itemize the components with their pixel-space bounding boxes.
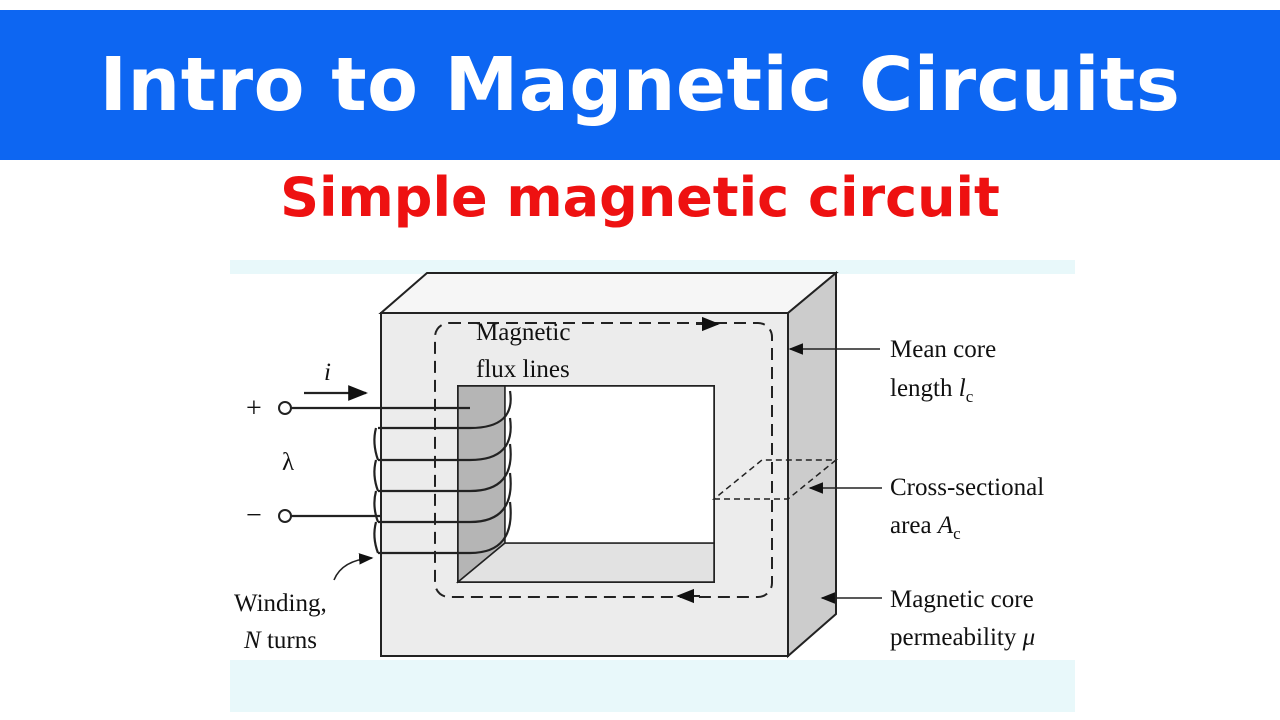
label-mean-core: Mean core xyxy=(890,336,996,363)
label-cross-sectional: Cross-sectional xyxy=(890,474,1044,501)
leader-winding xyxy=(333,553,374,581)
label-magnetic-core: Magnetic core xyxy=(890,586,1034,613)
core-top-face xyxy=(378,272,839,314)
label-n-symbol: N xyxy=(243,627,262,654)
winding-coil xyxy=(373,390,512,555)
label-magnetic: Magnetic xyxy=(476,319,570,346)
label-ac-symbol: A xyxy=(936,512,954,539)
label-area: area Ac xyxy=(890,512,961,543)
label-lc-symbol: l xyxy=(959,375,966,402)
title-banner: Intro to Magnetic Circuits xyxy=(0,10,1280,160)
label-n-turns: N turns xyxy=(243,627,317,654)
label-lc-subscript: c xyxy=(966,387,974,406)
label-plus: + xyxy=(246,393,262,424)
label-ac-subscript: c xyxy=(953,524,961,543)
label-flux-lines: flux lines xyxy=(476,356,570,383)
magnetic-circuit-diagram: Magnetic flux lines i + λ − Winding, N t… xyxy=(230,260,1075,712)
label-winding: Winding, xyxy=(234,590,327,617)
label-permeability-word: permeability xyxy=(890,624,1023,651)
page-title: Intro to Magnetic Circuits xyxy=(99,42,1181,128)
window-opening xyxy=(504,385,715,544)
label-mu-symbol: μ xyxy=(1022,624,1036,651)
bottom-band xyxy=(230,660,1075,712)
cross-section-outline xyxy=(711,459,839,500)
label-length-word: length xyxy=(890,375,959,402)
label-permeability: permeability μ xyxy=(890,624,1035,651)
diagram-subtitle: Simple magnetic circuit xyxy=(280,166,1000,229)
label-core-length: length lc xyxy=(890,375,974,406)
label-area-word: area xyxy=(890,512,938,539)
terminal-plus xyxy=(278,401,292,415)
top-band xyxy=(230,260,1075,274)
label-lambda: λ xyxy=(282,449,294,476)
label-minus: − xyxy=(246,500,262,531)
magnetic-circuit-figure: Magnetic flux lines i + λ − Winding, N t… xyxy=(230,260,1075,712)
label-current: i xyxy=(324,359,331,386)
label-turns-word: turns xyxy=(261,627,317,654)
terminal-minus xyxy=(278,509,292,523)
